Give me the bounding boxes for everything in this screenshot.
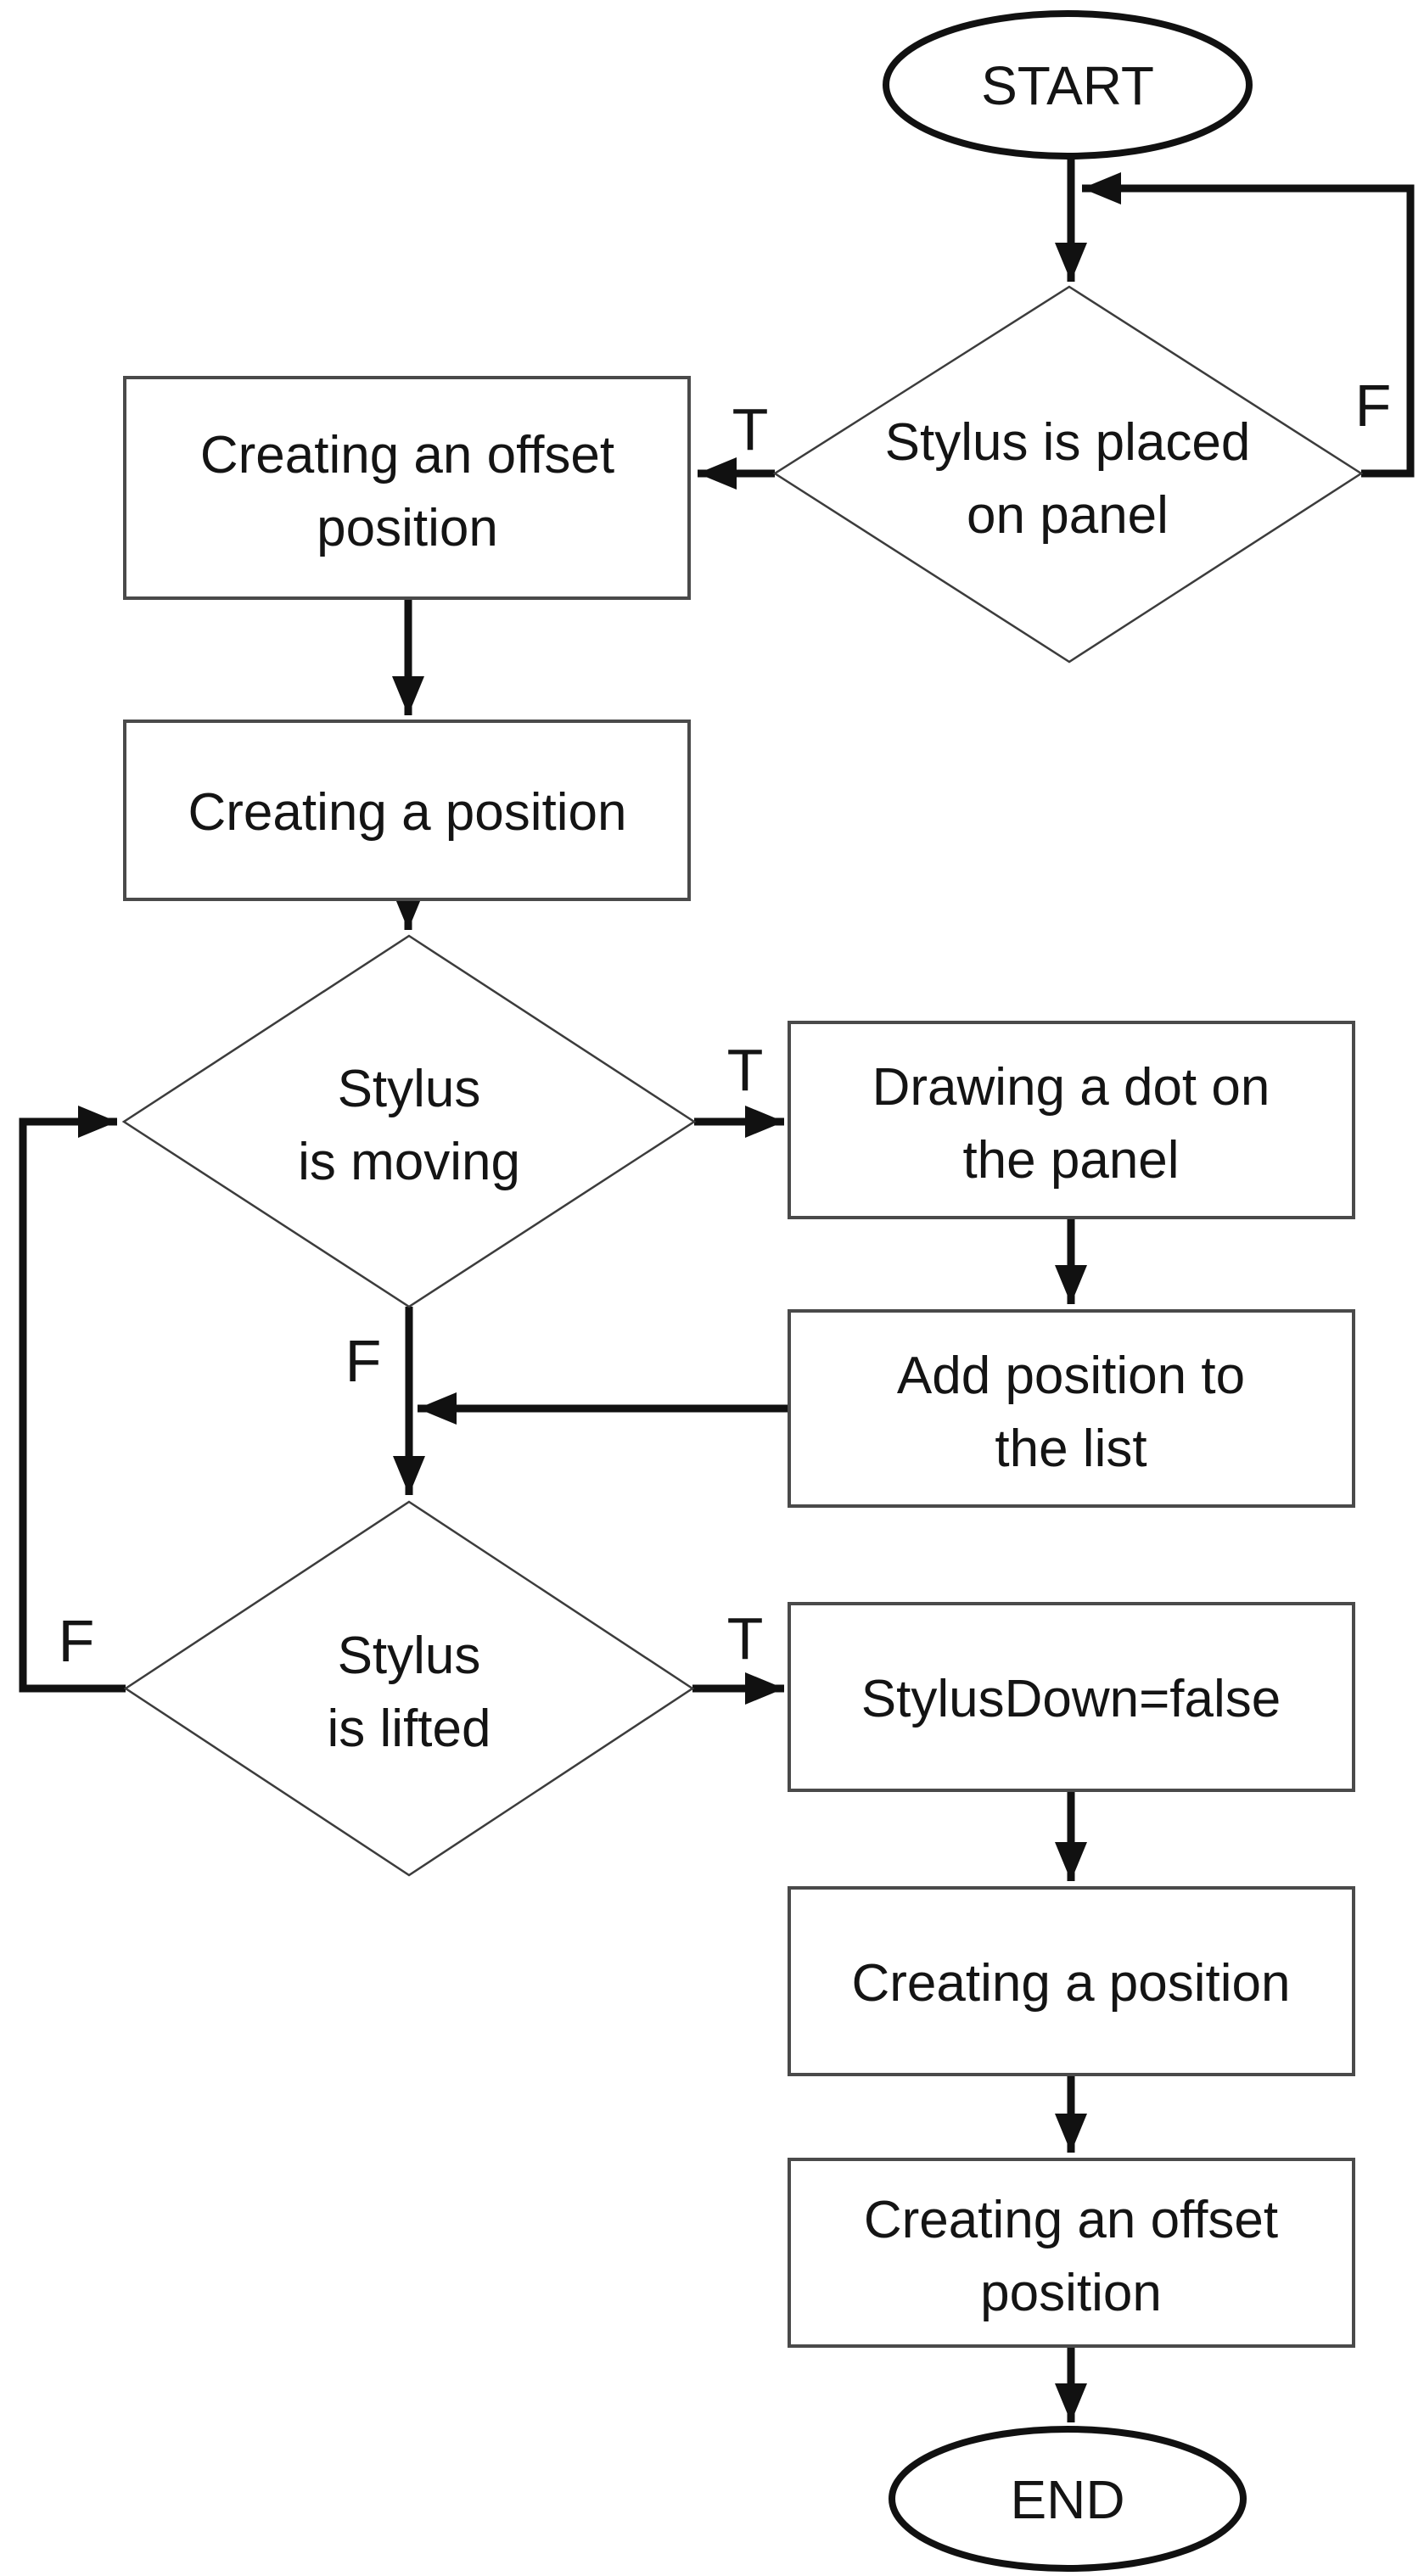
start-ellipse: [883, 10, 1253, 160]
stylus-moving-diamond: [121, 934, 697, 1308]
end-label: END: [1010, 2469, 1124, 2530]
drawing-dot-line1: Drawing a dot on: [872, 1058, 1270, 1117]
stylus-placed-line1: Stylus is placed: [885, 413, 1251, 472]
lifted-false-label: F: [59, 1608, 95, 1674]
creating-position-1-label: Creating a position: [188, 783, 627, 842]
drawing-dot-box: [788, 1021, 1355, 1219]
edge-placed-false-loop: [1082, 172, 1415, 478]
add-position-box: [788, 1309, 1355, 1508]
drawing-dot-line2: the panel: [962, 1131, 1179, 1190]
edge-lifted-false-loop: [19, 1106, 126, 1693]
node-add-position: Add position to the list: [788, 1309, 1355, 1508]
creating-offset-1-line2: position: [317, 499, 498, 557]
stylus-moving-line2: is moving: [298, 1133, 520, 1191]
placed-true-label: T: [732, 396, 769, 462]
node-creating-offset-1: Creating an offset position: [123, 376, 691, 600]
add-position-line1: Add position to: [897, 1347, 1245, 1405]
node-creating-position-1: Creating a position: [123, 720, 691, 901]
add-position-line2: the list: [995, 1420, 1146, 1478]
creating-position-2-label: Creating a position: [852, 1954, 1291, 2013]
end-ellipse: [889, 2426, 1247, 2572]
creating-position-2-box: [788, 1886, 1355, 2076]
edges: [19, 157, 1415, 2422]
moving-true-label: T: [727, 1037, 764, 1103]
creating-position-1-box: [123, 720, 691, 901]
creating-offset-2-line2: position: [980, 2264, 1162, 2322]
stylusdown-false-box: [788, 1602, 1355, 1792]
creating-offset-1-line1: Creating an offset: [200, 426, 614, 484]
creating-offset-2-line1: Creating an offset: [864, 2191, 1278, 2249]
stylus-moving-line1: Stylus: [338, 1060, 481, 1118]
lifted-true-label: T: [727, 1605, 764, 1672]
node-stylus-lifted: Stylus is lifted: [123, 1500, 695, 1877]
node-creating-offset-2: Creating an offset position: [788, 2158, 1355, 2348]
node-creating-position-2: Creating a position: [788, 1886, 1355, 2076]
start-label: START: [981, 55, 1154, 116]
node-start: START: [883, 10, 1253, 160]
node-end: END: [889, 2426, 1247, 2572]
stylus-placed-diamond: [772, 285, 1364, 664]
moving-false-label: F: [345, 1328, 382, 1394]
stylus-placed-line2: on panel: [967, 486, 1169, 545]
stylusdown-false-label: StylusDown=false: [861, 1670, 1281, 1728]
stylus-lifted-line2: is lifted: [328, 1700, 491, 1758]
creating-offset-1-box: [123, 376, 691, 600]
node-stylus-placed: Stylus is placed on panel: [772, 285, 1364, 664]
node-drawing-dot: Drawing a dot on the panel: [788, 1021, 1355, 1219]
node-stylusdown-false: StylusDown=false: [788, 1602, 1355, 1792]
placed-false-label: F: [1355, 372, 1392, 439]
node-stylus-moving: Stylus is moving: [121, 934, 697, 1308]
stylus-lifted-diamond: [123, 1500, 695, 1877]
stylus-lifted-line1: Stylus: [338, 1627, 481, 1685]
creating-offset-2-box: [788, 2158, 1355, 2348]
